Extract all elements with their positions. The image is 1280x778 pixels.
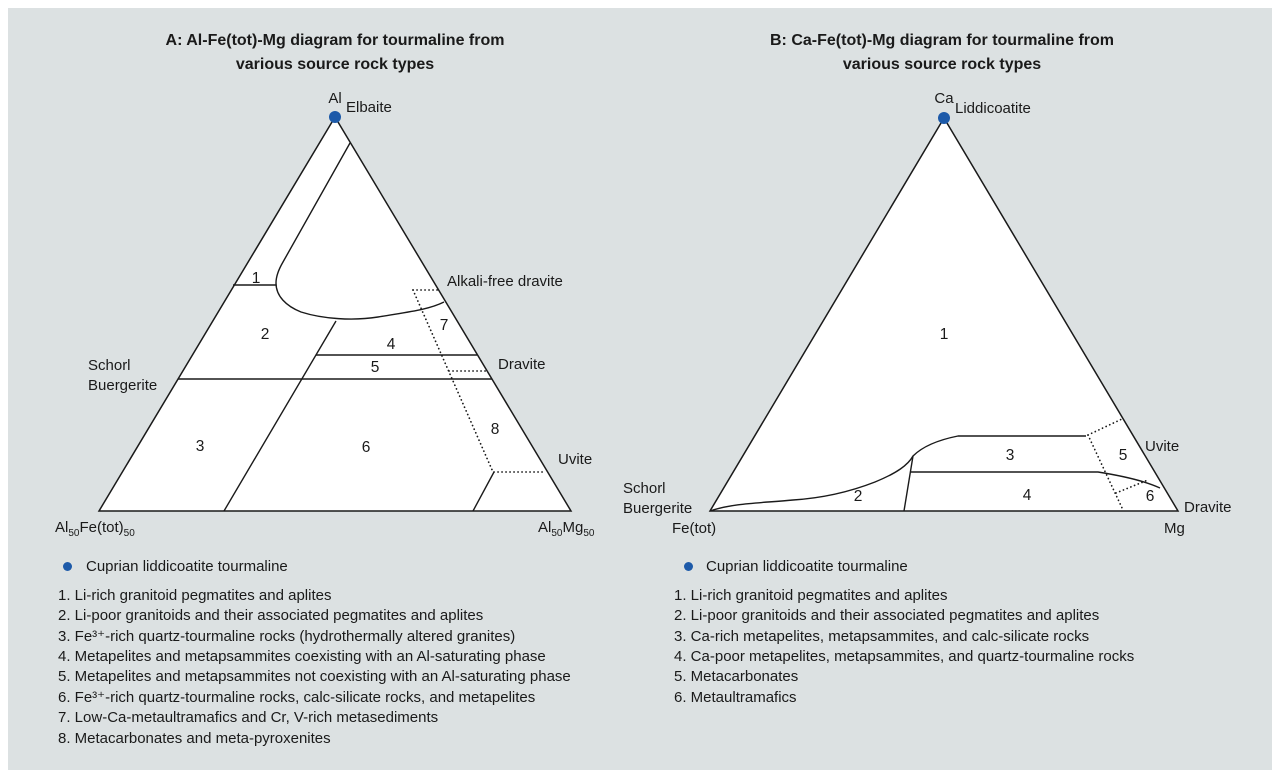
panel-a-title-line1: A: Al-Fe(tot)-Mg diagram for tourmaline … (165, 32, 505, 49)
region-number-b6: 6 (1145, 488, 1155, 505)
corner-label-al50fe50: Al50Fe(tot)50 (55, 519, 135, 539)
panel-b-title-line2: various source rock types (842, 56, 1042, 73)
legend-item-a6: 6. Fe³⁺-rich quartz-tourmaline rocks, ca… (58, 689, 536, 706)
corner-label-fetot-b: Fe(tot) (672, 520, 717, 537)
legend-item-a2: 2. Li-poor granitoids and their associat… (58, 607, 484, 624)
region-number-a8: 8 (490, 421, 500, 438)
region2-3-boundary-curve-b (709, 435, 1086, 512)
legend-item-a8: 8. Metacarbonates and meta-pyroxenites (58, 730, 331, 747)
schorl-label-b: Schorl (623, 480, 666, 497)
dotted-top-segment-b (1087, 418, 1123, 436)
region2-6-divider-a (223, 320, 337, 512)
region-number-b2: 2 (853, 488, 863, 505)
legend-item-b1: 1. Li-rich granitoid pegmatites and apli… (674, 587, 948, 604)
legend-item-a1: 1. Li-rich granitoid pegmatites and apli… (58, 587, 332, 604)
legend-marker-label-b: Cuprian liddicoatite tourmaline (706, 558, 908, 575)
legend-item-b3: 3. Ca-rich metapelites, metapsammites, a… (674, 628, 1090, 645)
region-number-a1: 1 (251, 270, 261, 287)
region-number-a4: 4 (386, 336, 396, 353)
legend-item-b4: 4. Ca-poor metapelites, metapsammites, a… (674, 648, 1135, 665)
apex-element-label-a: Al (328, 90, 342, 107)
region-number-b3: 3 (1005, 447, 1015, 464)
elbaite-field-boundary-a (275, 142, 445, 320)
legend-item-a3: 3. Fe³⁺-rich quartz-tourmaline rocks (hy… (58, 628, 516, 645)
triangle-b-outline (708, 116, 1180, 512)
region-number-b4: 4 (1022, 487, 1032, 504)
legend-item-b5: 5. Metacarbonates (674, 668, 799, 685)
region2-vertical-divider-b (903, 455, 914, 512)
uvite-label-a: Uvite (558, 451, 593, 468)
alkali-free-dravite-label-a: Alkali-free dravite (447, 273, 563, 290)
legend-item-a5: 5. Metapelites and metapsammites not coe… (58, 668, 571, 685)
apex-element-label-b: Ca (934, 90, 954, 107)
legend-marker-dot-a (63, 562, 72, 571)
panel-a-title-line2: various source rock types (235, 56, 435, 73)
legend-item-a4: 4. Metapelites and metapsammites coexist… (58, 648, 546, 665)
triangle-a-outline (97, 115, 573, 512)
dravite-label-b: Dravite (1184, 499, 1232, 516)
corner-label-al50mg50: Al50Mg50 (538, 519, 595, 539)
schorl-label-a: Schorl (88, 357, 131, 374)
panel-b-title-line1: B: Ca-Fe(tot)-Mg diagram for tourmaline … (770, 32, 1114, 49)
buergerite-label-b: Buergerite (623, 500, 693, 517)
legend-marker-dot-b (684, 562, 693, 571)
legend-item-b2: 2. Li-poor granitoids and their associat… (674, 607, 1100, 624)
cuprian-liddicoatite-marker-a (329, 111, 341, 123)
region-number-b5: 5 (1118, 447, 1128, 464)
legend-item-a7: 7. Low-Ca-metaultramafics and Cr, V-rich… (58, 709, 439, 726)
region-number-a5: 5 (370, 359, 380, 376)
region3-4-divider-b (911, 471, 1161, 489)
dravite-label-a: Dravite (498, 356, 546, 373)
apex-mineral-label-b: Liddicoatite (955, 100, 1031, 117)
region-number-b1: 1 (939, 326, 949, 343)
uvite-corner-divider-a (472, 471, 495, 512)
region-number-a2: 2 (260, 326, 270, 343)
cuprian-liddicoatite-marker-b (938, 112, 950, 124)
uvite-label-b: Uvite (1145, 438, 1180, 455)
legend-item-b6: 6. Metaultramafics (674, 689, 797, 706)
region-number-a3: 3 (195, 438, 205, 455)
legend-marker-label-a: Cuprian liddicoatite tourmaline (86, 558, 288, 575)
buergerite-label-a: Buergerite (88, 377, 158, 394)
region-number-a7: 7 (439, 317, 449, 334)
dotted-region6-segment-b (1115, 479, 1149, 494)
dotted-diagonal-a (412, 289, 494, 473)
corner-label-mg-b: Mg (1164, 520, 1185, 537)
apex-mineral-label-a: Elbaite (346, 99, 392, 116)
region-number-a6: 6 (361, 439, 371, 456)
